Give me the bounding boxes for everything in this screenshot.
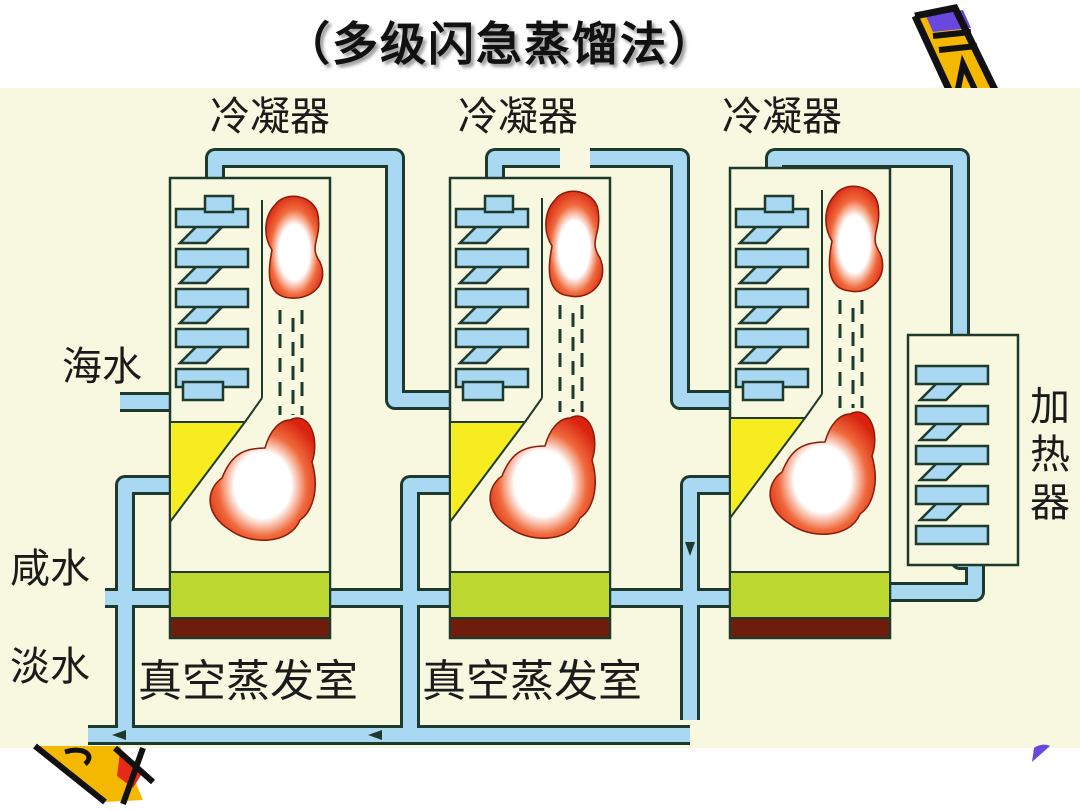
arrow-left-icon [112,730,126,740]
label-heater-char-2: 热 [1030,432,1070,478]
heater [906,333,1020,567]
flow-arrows [112,542,695,740]
label-freshwater: 淡水 [10,644,90,690]
label-brine: 咸水 [10,546,90,592]
vapor-cloud-large [209,417,316,541]
vapor-dash-lines [278,300,864,415]
label-condenser-3: 冷凝器 [722,94,842,140]
label-heater-char-3: 器 [1030,480,1070,526]
pencil-icon [911,4,1001,96]
label-seawater: 海水 [62,344,142,390]
label-heater: 加 热 器 [1030,384,1070,526]
vapor-cloud-small [825,185,884,293]
page-title: （多级闪急蒸馏法） [284,17,716,71]
label-vacuum-chamber-1: 真空蒸发室 [138,656,358,707]
vapor-cloud-large [769,411,876,535]
arrow-left-icon [368,730,382,740]
vapor-cloud-large [489,415,596,539]
label-heater-char-1: 加 [1030,384,1070,430]
vapor-cloud-small [265,195,324,299]
pencil-corner-icon [1032,744,1050,762]
pencil-tip-icon [33,743,156,806]
diagram-panel: 冷凝器 冷凝器 冷凝器 海水 咸水 淡水 真空蒸发室 真空蒸发室 加 热 器 [0,88,1080,748]
label-vacuum-chamber-2: 真空蒸发室 [422,656,642,707]
msf-distillation-diagram: 冷凝器 冷凝器 冷凝器 海水 咸水 淡水 真空蒸发室 真空蒸发室 加 热 器 [10,94,1070,745]
label-condenser-1: 冷凝器 [210,94,330,140]
vapor-plumes [209,185,884,541]
label-condenser-2: 冷凝器 [458,94,578,140]
vapor-cloud-small [545,190,604,298]
arrow-down-icon [685,542,695,556]
